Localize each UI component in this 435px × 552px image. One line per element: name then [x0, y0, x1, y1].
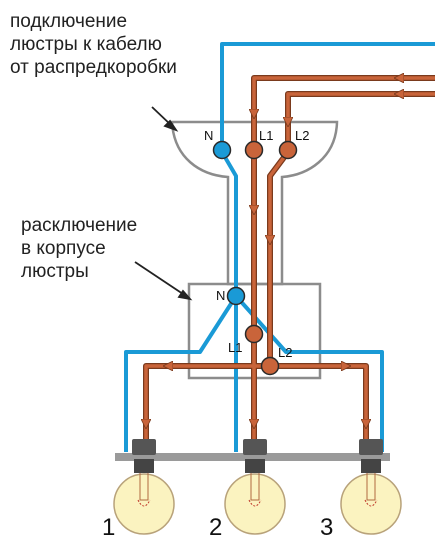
- terminal-icon: [212, 140, 298, 376]
- caption-middle: расключение в корпусе люстры: [21, 214, 137, 283]
- top-label-l1: L1: [259, 128, 273, 143]
- top-terminal-l2: [278, 140, 298, 160]
- box-label-l2: L2: [278, 345, 292, 360]
- caption-middle-line-2: в корпусе: [21, 238, 106, 259]
- caption-middle-line-3: люстры: [21, 261, 89, 282]
- caption-top: подключение люстры к кабелю от распредко…: [10, 10, 177, 79]
- caption-top-line-3: от распредкоробки: [10, 57, 177, 78]
- chandelier-bar: [115, 453, 390, 461]
- lamp-number-2: 2: [209, 514, 222, 541]
- neutral-wires: [124, 42, 435, 452]
- top-label-l2: L2: [295, 128, 309, 143]
- top-terminal-n: [212, 140, 232, 160]
- bulb-icon: [113, 439, 402, 535]
- top-label-n: N: [204, 128, 213, 143]
- box-terminal-l1: [244, 324, 264, 344]
- box-label-l1: L1: [228, 340, 242, 355]
- caption-middle-line-1: расключение: [21, 215, 138, 236]
- phase-wires: [143, 75, 435, 452]
- caption-top-line-1: подключение: [10, 11, 128, 32]
- lamp-number-1: 1: [102, 514, 115, 541]
- box-label-n: N: [216, 288, 225, 303]
- bulb-2: [224, 439, 286, 535]
- lamp-number-3: 3: [320, 514, 333, 541]
- box-terminal-n: [226, 286, 246, 306]
- bulb-3: [340, 439, 402, 535]
- top-terminal-l1: [244, 140, 264, 160]
- arrow-icon: [146, 78, 425, 428]
- pointer-arrows: [134, 106, 193, 301]
- bulb-1: [113, 439, 175, 535]
- caption-top-line-2: люстры к кабелю: [10, 34, 162, 55]
- box-terminal-l2: [260, 356, 280, 376]
